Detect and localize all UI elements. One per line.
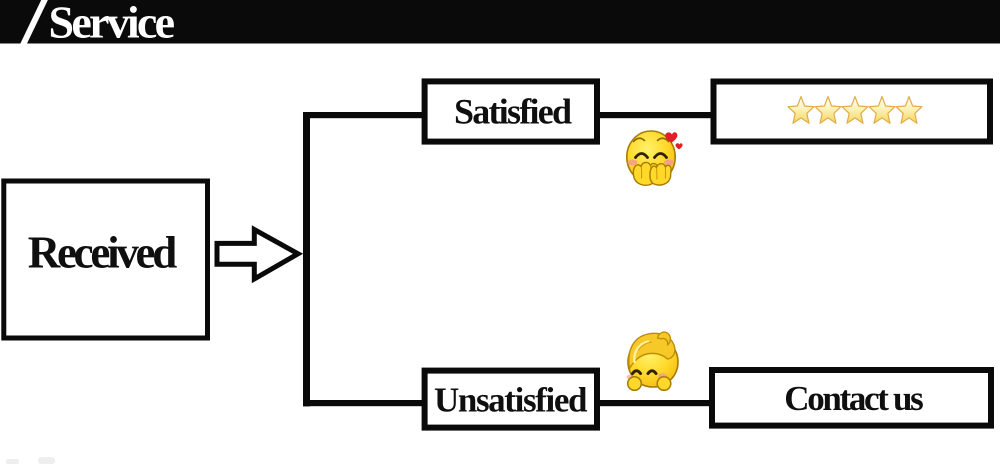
svg-text:Service: Service xyxy=(49,0,176,47)
svg-text:Satisfied: Satisfied xyxy=(454,92,572,132)
svg-text:Received: Received xyxy=(28,228,178,278)
svg-text:Unsatisfied: Unsatisfied xyxy=(434,381,588,420)
svg-text:Contact us: Contact us xyxy=(784,379,924,418)
